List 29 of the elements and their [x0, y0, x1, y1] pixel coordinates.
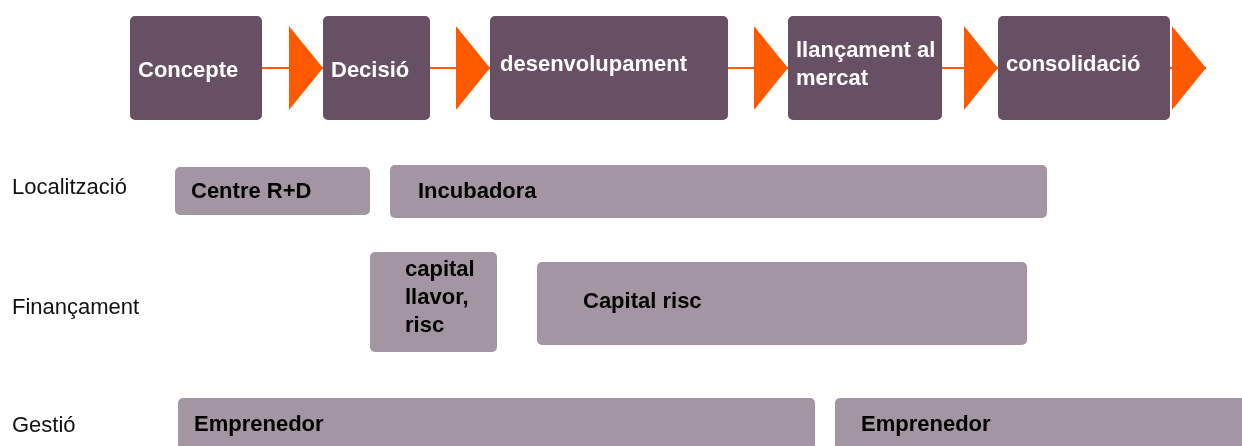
row-label: Gestió — [12, 412, 76, 438]
bar-label: Incubadora — [418, 177, 538, 205]
bar-label: Emprenedor — [861, 410, 992, 438]
bar-label: Emprenedor — [194, 410, 325, 438]
bar — [175, 167, 370, 215]
bar — [835, 398, 1242, 446]
bar — [178, 398, 815, 446]
phase-box — [130, 16, 262, 120]
phase-label: Concepte — [138, 56, 240, 84]
phase-box — [998, 16, 1170, 120]
bar — [537, 262, 1027, 345]
arrow — [261, 26, 324, 110]
phase-label: llançament al mercat — [796, 36, 937, 92]
phase-box — [788, 16, 942, 120]
bar-label: Centre R+D — [191, 177, 313, 205]
phase-label: Decisió — [331, 56, 411, 84]
arrow — [727, 26, 789, 110]
phase-box — [490, 16, 728, 120]
arrow — [429, 26, 491, 110]
phase-label: desenvolupament — [500, 50, 689, 78]
bar — [370, 252, 497, 352]
bar — [390, 165, 1047, 218]
phase-label: consolidació — [1006, 50, 1142, 78]
phase-box — [323, 16, 430, 120]
arrow — [941, 26, 999, 110]
bar-label: capital llavor, risc — [405, 255, 476, 339]
row-label: Finançament — [12, 294, 140, 320]
bar-label: Capital risc — [583, 287, 703, 315]
row-label: Localització — [12, 174, 127, 200]
